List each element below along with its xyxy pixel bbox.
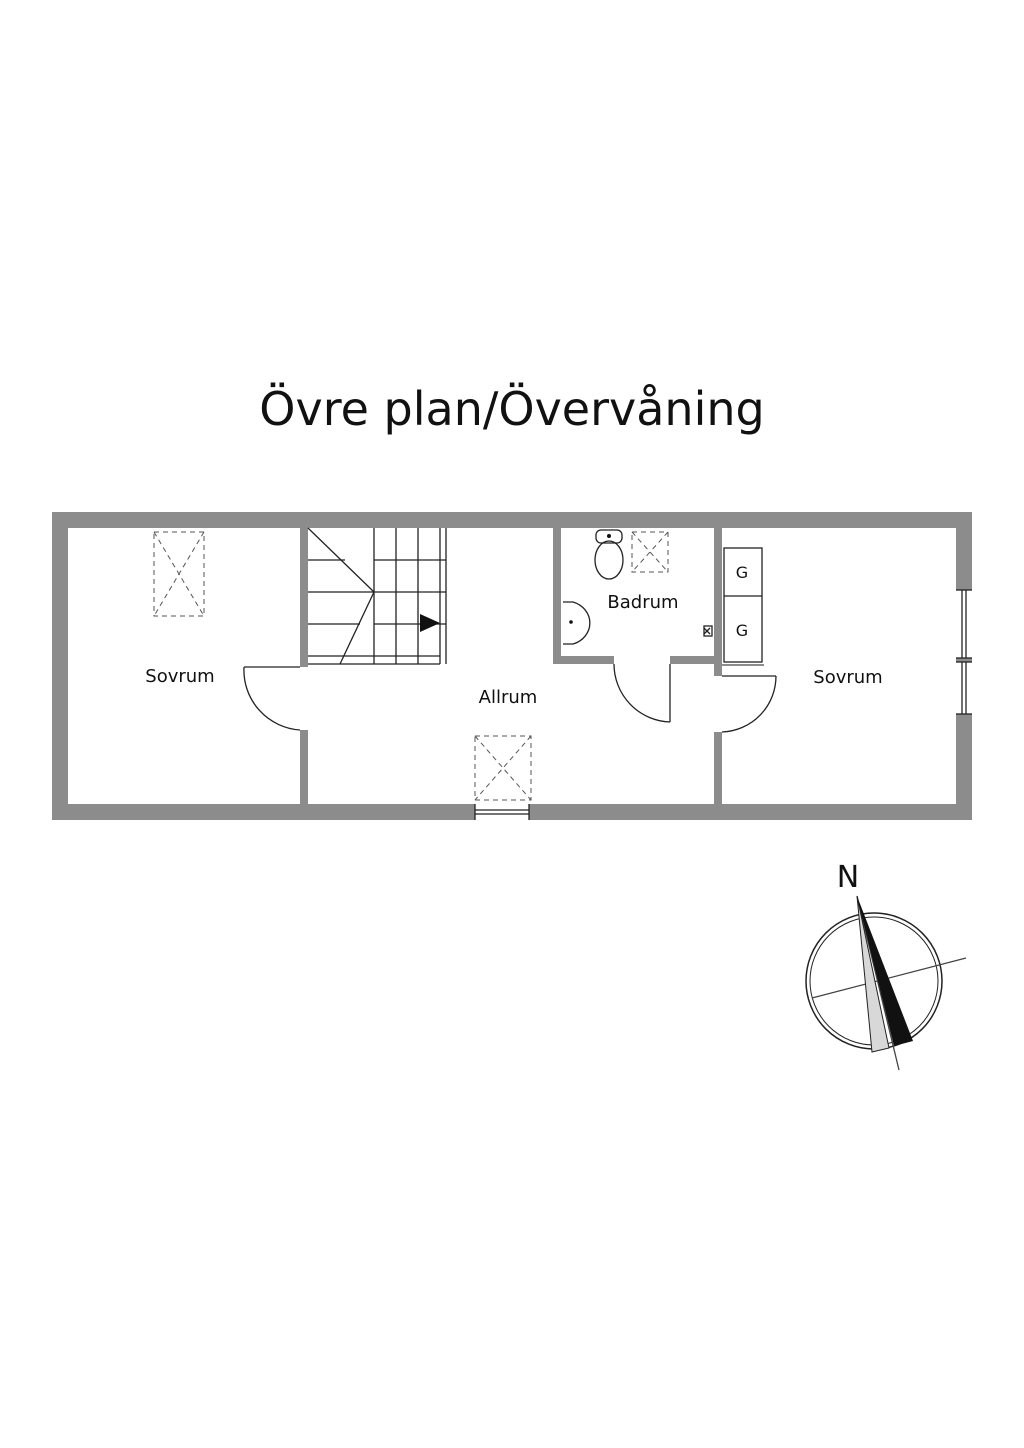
- right-windows: [956, 589, 972, 715]
- toilet-icon: [594, 529, 624, 580]
- page-title: Övre plan/Övervåning: [259, 382, 764, 436]
- closet-label: G: [736, 563, 748, 582]
- interior-walls: [300, 528, 764, 804]
- room-label-living-room: Allrum: [479, 687, 538, 708]
- room-label-bedroom-left: Sovrum: [145, 666, 214, 687]
- closet-cabinets: G G: [723, 547, 763, 663]
- sink-icon: [563, 601, 591, 645]
- room-label-bathroom: Badrum: [607, 592, 678, 613]
- room-label-bedroom-right: Sovrum: [813, 667, 882, 688]
- shower-tap-icon: [703, 625, 713, 637]
- skylight-bathroom: [631, 531, 669, 573]
- skylight-left-bedroom: [153, 531, 205, 617]
- skylight-living-room: [474, 735, 532, 801]
- stair-direction-arrow-icon: [420, 614, 440, 632]
- closet-label: G: [736, 621, 748, 640]
- bottom-window: [474, 804, 530, 820]
- compass-north-label: N: [837, 860, 859, 895]
- compass-icon: [805, 895, 967, 1071]
- doors: [243, 663, 777, 733]
- staircase: [307, 527, 447, 665]
